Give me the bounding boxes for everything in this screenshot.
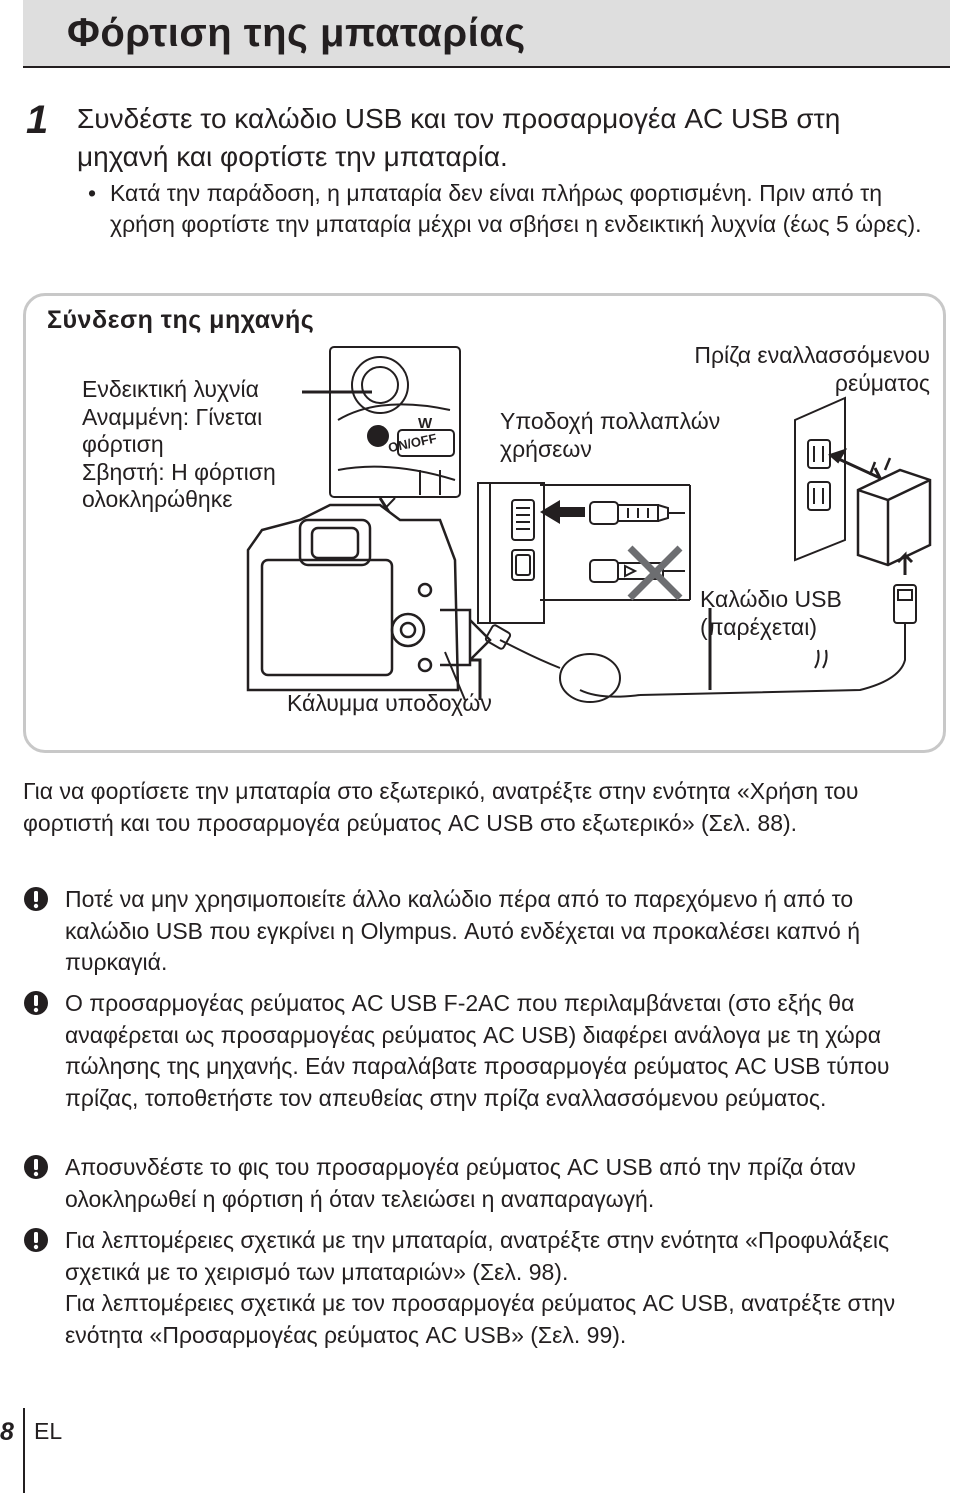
indicator-line-3: φόρτιση bbox=[82, 431, 164, 457]
outlet-line-2: ρεύματος bbox=[834, 369, 930, 396]
multi-connector-label: Υποδοχή πολλαπλών χρήσεων bbox=[500, 408, 720, 463]
usb-plug-wrong bbox=[589, 559, 685, 583]
note-text: Για λεπτομέρειες σχετικά με την μπαταρία… bbox=[65, 1225, 925, 1351]
indicator-line-5: ολοκληρώθηκε bbox=[82, 486, 233, 512]
cover-label: Κάλυμμα υποδοχών bbox=[287, 690, 492, 716]
indicator-line-4: Σβηστή: Η φόρτιση bbox=[82, 458, 276, 485]
caution-icon bbox=[24, 887, 48, 911]
caution-icon bbox=[24, 991, 48, 1015]
usb-cable-line-2: (παρέχεται) bbox=[700, 613, 817, 640]
wall-outlet bbox=[794, 396, 846, 562]
connection-diagram: W ON/OFF bbox=[246, 346, 932, 703]
camera-top-detail bbox=[329, 346, 461, 498]
diagram-title: Σύνδεση της μηχανής bbox=[47, 306, 315, 334]
page-title: Φόρτιση της μπαταρίας bbox=[67, 11, 526, 55]
caution-icon bbox=[24, 1228, 48, 1252]
note-text: Ποτέ να μην χρησιμοποιείτε άλλο καλώδιο … bbox=[65, 886, 860, 975]
language-code: EL bbox=[34, 1418, 63, 1444]
note-text-part-1: Για λεπτομέρειες σχετικά με την μπαταρία… bbox=[65, 1227, 890, 1285]
caution-icon bbox=[24, 1155, 48, 1179]
title-bar: Φόρτιση της μπαταρίας bbox=[23, 0, 950, 68]
note-text: Ο προσαρμογέας ρεύματος AC USB F-2AC που… bbox=[65, 990, 890, 1111]
step-text: Συνδέστε το καλώδιο USB και τον προσαρμο… bbox=[77, 103, 841, 172]
page-number: 8 bbox=[0, 1418, 14, 1446]
note-text: Αποσυνδέστε το φις του προσαρμογέα ρεύμα… bbox=[65, 1154, 856, 1212]
multi-connector-line-1: Υποδοχή πολλαπλών bbox=[500, 408, 721, 434]
usb-plug-correct bbox=[589, 501, 685, 525]
step-number: 1 bbox=[26, 98, 49, 142]
usb-cable bbox=[484, 584, 917, 703]
bullet-text: Κατά την παράδοση, η μπαταρία δεν είναι … bbox=[110, 180, 922, 237]
indicator-label: Ενδεικτική λυχνία Αναμμένη: Γίνεται φόρτ… bbox=[82, 376, 276, 514]
ac-adapter bbox=[856, 457, 932, 567]
indicator-line-2: Αναμμένη: Γίνεται bbox=[82, 403, 263, 430]
outlet-label: Πρίζα εναλλασσόμενου ρεύματος bbox=[665, 342, 930, 397]
camera-body bbox=[246, 503, 492, 692]
connector-detail bbox=[477, 482, 545, 624]
footer-divider bbox=[23, 1408, 25, 1493]
camera-w-label: W bbox=[418, 415, 433, 432]
usb-cable-line-1: Καλώδιο USB bbox=[700, 586, 842, 612]
diagram-panel bbox=[23, 293, 946, 753]
bullet-dot: • bbox=[88, 180, 97, 206]
usb-cable-label: Καλώδιο USB (παρέχεται) bbox=[700, 586, 842, 641]
multi-connector-line-2: χρήσεων bbox=[500, 435, 592, 462]
note-text-part-2: Για λεπτομέρειες σχετικά με τον προσαρμο… bbox=[65, 1290, 896, 1348]
indicator-line-1: Ενδεικτική λυχνία bbox=[82, 376, 259, 402]
outlet-line-1: Πρίζα εναλλασσόμενου bbox=[694, 342, 930, 368]
body-paragraph: Για να φορτίσετε την μπαταρία στο εξωτερ… bbox=[23, 778, 859, 836]
